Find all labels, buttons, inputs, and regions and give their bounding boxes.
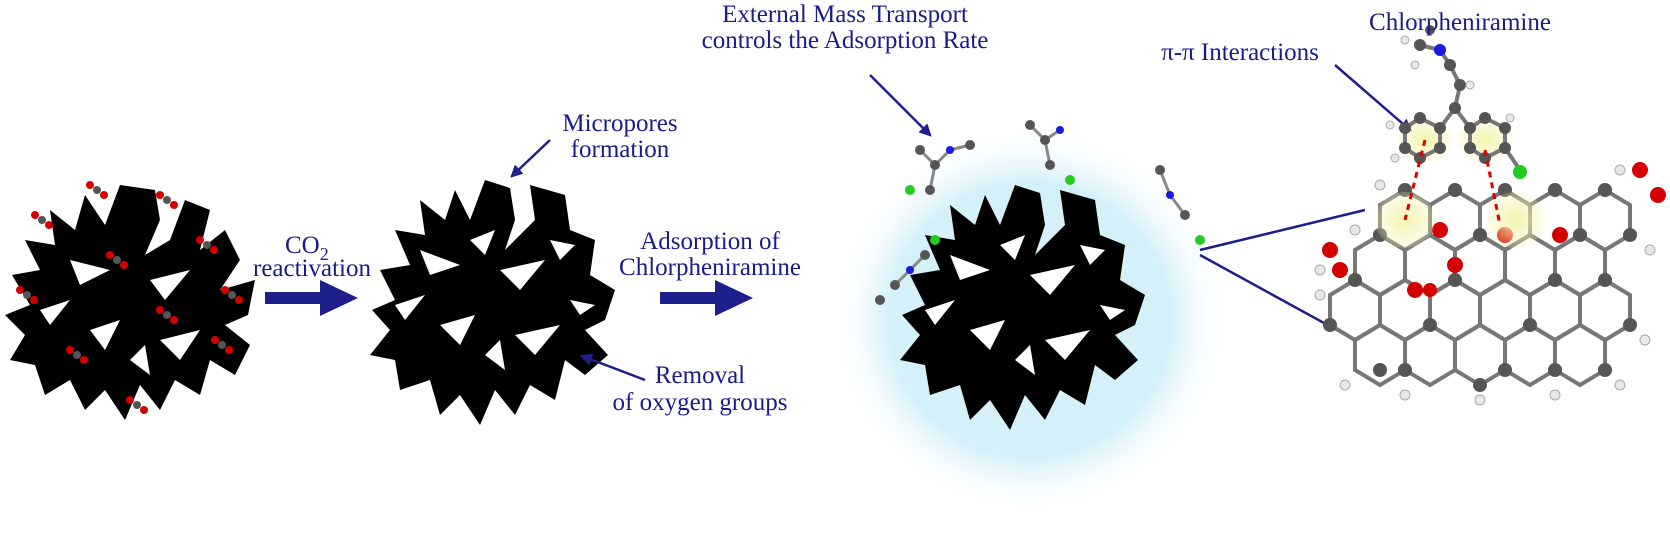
pi-pi-pointer [1334, 64, 1412, 132]
adsorbed-molecule [1155, 165, 1205, 245]
removal-label-line1: Removal [655, 362, 745, 389]
external-mass-pointer [869, 74, 932, 137]
adsorbed-molecule [905, 140, 975, 195]
co2-molecule-icon [196, 236, 218, 254]
co2-molecule-icon [31, 211, 53, 229]
chlorpheniramine-label: Chlorpheniramine [1369, 9, 1551, 36]
adsorption-label-line2: Chlorpheniramine [619, 254, 801, 281]
removal-label-line2: of oxygen groups [613, 389, 788, 416]
micropores-pointer [510, 139, 551, 178]
co2-molecule-icon [211, 336, 233, 354]
adsorbed-molecule [875, 235, 940, 305]
co2-molecule-icon [86, 181, 108, 199]
process-arrow-1 [265, 280, 358, 316]
co2-molecule-icon [156, 191, 178, 209]
co2-molecule-icon [221, 286, 243, 304]
zoom-line-top [1199, 208, 1366, 252]
particle-raw [5, 185, 255, 420]
pi-pi-label: π-π Interactions [1161, 39, 1319, 66]
external-mass-label-line2: controls the Adsorption Rate [702, 27, 989, 54]
micropores-label-line1: Micropores [562, 110, 677, 137]
particle-adsorbed [900, 185, 1145, 430]
adsorbed-molecule [1025, 120, 1075, 185]
removal-pointer [579, 353, 646, 382]
co2-label: CO2 [285, 232, 329, 264]
external-mass-label-line1: External Mass Transport [722, 1, 968, 28]
oxygen-groups [16, 181, 243, 414]
reactivation-label: reactivation [253, 255, 371, 282]
co2-molecule-icon [66, 346, 88, 364]
co2-molecule-icon [106, 251, 128, 269]
co2-molecule-icon [126, 396, 148, 414]
graphene-sheet [1314, 162, 1666, 406]
micropores-label-line2: formation [571, 136, 670, 163]
process-arrow-2 [660, 280, 753, 316]
adsorption-label-line1: Adsorption of [640, 228, 780, 255]
particle-reactivated [370, 180, 615, 425]
chlorpheniramine-molecule [1375, 25, 1545, 248]
co2-molecule-icon [16, 286, 38, 304]
co2-molecule-icon [156, 306, 178, 324]
